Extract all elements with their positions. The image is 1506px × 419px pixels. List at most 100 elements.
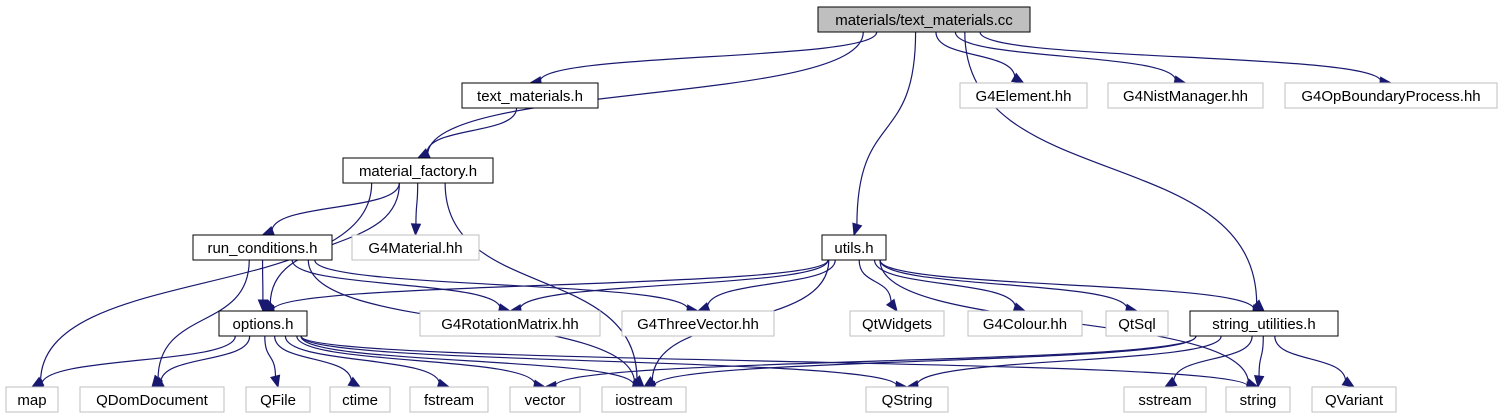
edge-string_utilities_h-to-sstream [1163,335,1253,388]
edge-options_h-to-map [30,335,236,390]
edge-line [873,259,1017,308]
node-G4Colour-hh: G4Colour.hh [967,310,1083,337]
edge-line [1274,335,1347,382]
node-box [342,157,494,184]
edge-utils_h-to-string_utilities_h [879,259,1266,315]
edge-line [157,259,250,380]
node-label: text_materials.h [477,88,583,105]
edge-line [879,259,1128,310]
node-sstream: sstream [1123,386,1207,413]
edge-string_utilities_h-to-QVariant [1274,335,1356,388]
node-box [218,310,308,337]
edge-options_h-to-vector [296,335,547,390]
edge-options_h-to-QDomDocument [150,335,251,388]
node-box [1311,386,1397,413]
edge-options_h-to-ctime [274,335,362,388]
node-G4RotationMatrix-hh: G4RotationMatrix.hh [419,310,601,337]
edge-line [272,259,829,311]
node-G4NistManager-hh: G4NistManager.hh [1107,82,1264,109]
node-run-conditions-h[interactable]: run_conditions.h [192,234,333,261]
edge-string_utilities_h-to-iostream [642,335,1197,392]
node-box [621,310,775,337]
edge-line [1173,335,1253,383]
edge-line [415,182,419,226]
node-QVariant: QVariant [1311,386,1397,413]
node-label: QDomDocument [96,392,209,409]
arrowhead-icon [1163,376,1178,388]
node-G4ThreeVector-hh: G4ThreeVector.hh [621,310,775,337]
node-label: iostream [615,392,673,409]
node-label: ctime [342,392,378,409]
node-string-utilities-h[interactable]: string_utilities.h [1189,310,1339,337]
edge-run_conditions_h-to-options_h [257,259,269,313]
edge-line [300,335,635,386]
node-label: materials/text_materials.cc [835,12,1013,29]
node-options-h[interactable]: options.h [218,310,308,337]
node-material-factory-h[interactable]: material_factory.h [342,157,494,184]
node-label: utils.h [834,240,873,257]
edge-material_factory_h-to-G4Material_hh [410,182,422,237]
edge-line [284,335,441,385]
node-box [865,386,949,413]
edge-text_materials_h-to-material_factory_h [416,107,518,159]
node-label: QtWidgets [862,316,932,333]
node-label: map [17,392,46,409]
edge-utils_h-to-G4ThreeVector_hh [696,259,836,312]
node-label: run_conditions.h [207,240,317,257]
node-label: QtSql [1118,316,1156,333]
node-box [509,386,581,413]
node-label: G4Colour.hh [983,316,1067,333]
node-label: G4Material.hh [368,240,462,257]
node-box [601,386,687,413]
edge-line [879,259,1255,310]
edge-line [300,335,898,387]
edge-line [916,335,1222,386]
edge-line [264,335,277,378]
node-QtSql: QtSql [1105,310,1169,337]
arrowhead-icon [885,298,898,313]
edge-line [271,182,400,232]
edge-text_materials_cc-to-string_utilities_h [964,31,1265,312]
edge-line [427,31,864,156]
node-fstream: fstream [409,386,489,413]
edge-text_materials_cc-to-utils_h [852,31,917,237]
edge-line [269,182,400,305]
node-box [351,234,480,261]
edge-line [41,335,236,385]
arrowhead-icon [1253,375,1265,389]
node-QDomDocument: QDomDocument [79,386,225,413]
edge-line [856,31,917,226]
node-label: G4Element.hh [976,88,1072,105]
edge-line [426,107,518,154]
arrowhead-icon [257,299,269,313]
edge-utils_h-to-G4RotationMatrix_hh [508,259,829,315]
edge-line [519,259,829,310]
node-ctime: ctime [329,386,391,413]
edge-line [653,335,1197,387]
node-label: QVariant [1325,392,1384,409]
node-label: G4OpBoundaryProcess.hh [1301,88,1480,105]
node-utils-h[interactable]: utils.h [821,234,887,261]
node-label: material_factory.h [359,163,477,180]
node-text-materials-cc: materials/text_materials.cc [817,6,1031,33]
node-box [1123,386,1207,413]
edge-utils_h-to-QtWidgets [858,259,898,313]
edge-line [858,259,892,303]
node-label: fstream [424,392,474,409]
node-box [245,386,311,413]
node-label: options.h [233,316,294,333]
node-box [329,386,391,413]
node-box [79,386,225,413]
node-label: string_utilities.h [1212,316,1315,333]
node-box [419,310,601,337]
node-box [959,82,1088,109]
node-label: QString [882,392,933,409]
edge-string_utilities_h-to-string [1253,335,1265,389]
node-box [1284,82,1498,109]
node-label: G4ThreeVector.hh [637,316,759,333]
node-box [967,310,1083,337]
node-box [817,6,1031,33]
node-text-materials-h[interactable]: text_materials.h [461,82,599,109]
arrowhead-icon [852,222,863,237]
node-label: vector [525,392,566,409]
